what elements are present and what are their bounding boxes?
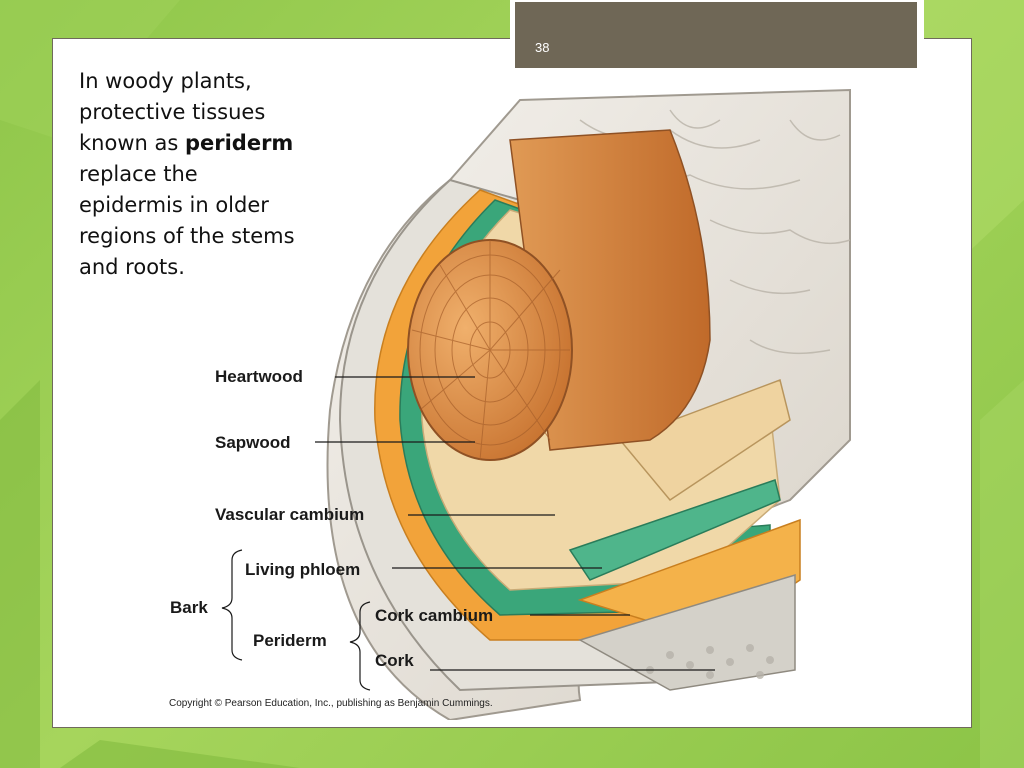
- label-bark: Bark: [170, 598, 208, 618]
- woody-stem-illustration: [150, 80, 870, 720]
- slide-number: 38: [535, 40, 549, 55]
- label-cork: Cork: [375, 651, 414, 671]
- label-cork-cambium: Cork cambium: [375, 606, 493, 626]
- slide-number-panel: 38: [510, 0, 924, 77]
- label-heartwood: Heartwood: [215, 367, 303, 387]
- label-sapwood: Sapwood: [215, 433, 291, 453]
- copyright-notice: Copyright © Pearson Education, Inc., pub…: [169, 698, 493, 709]
- label-vascular-cambium: Vascular cambium: [215, 505, 364, 525]
- label-living-phloem: Living phloem: [245, 560, 360, 580]
- slide-number-box: 38: [513, 0, 919, 70]
- label-periderm: Periderm: [253, 631, 327, 651]
